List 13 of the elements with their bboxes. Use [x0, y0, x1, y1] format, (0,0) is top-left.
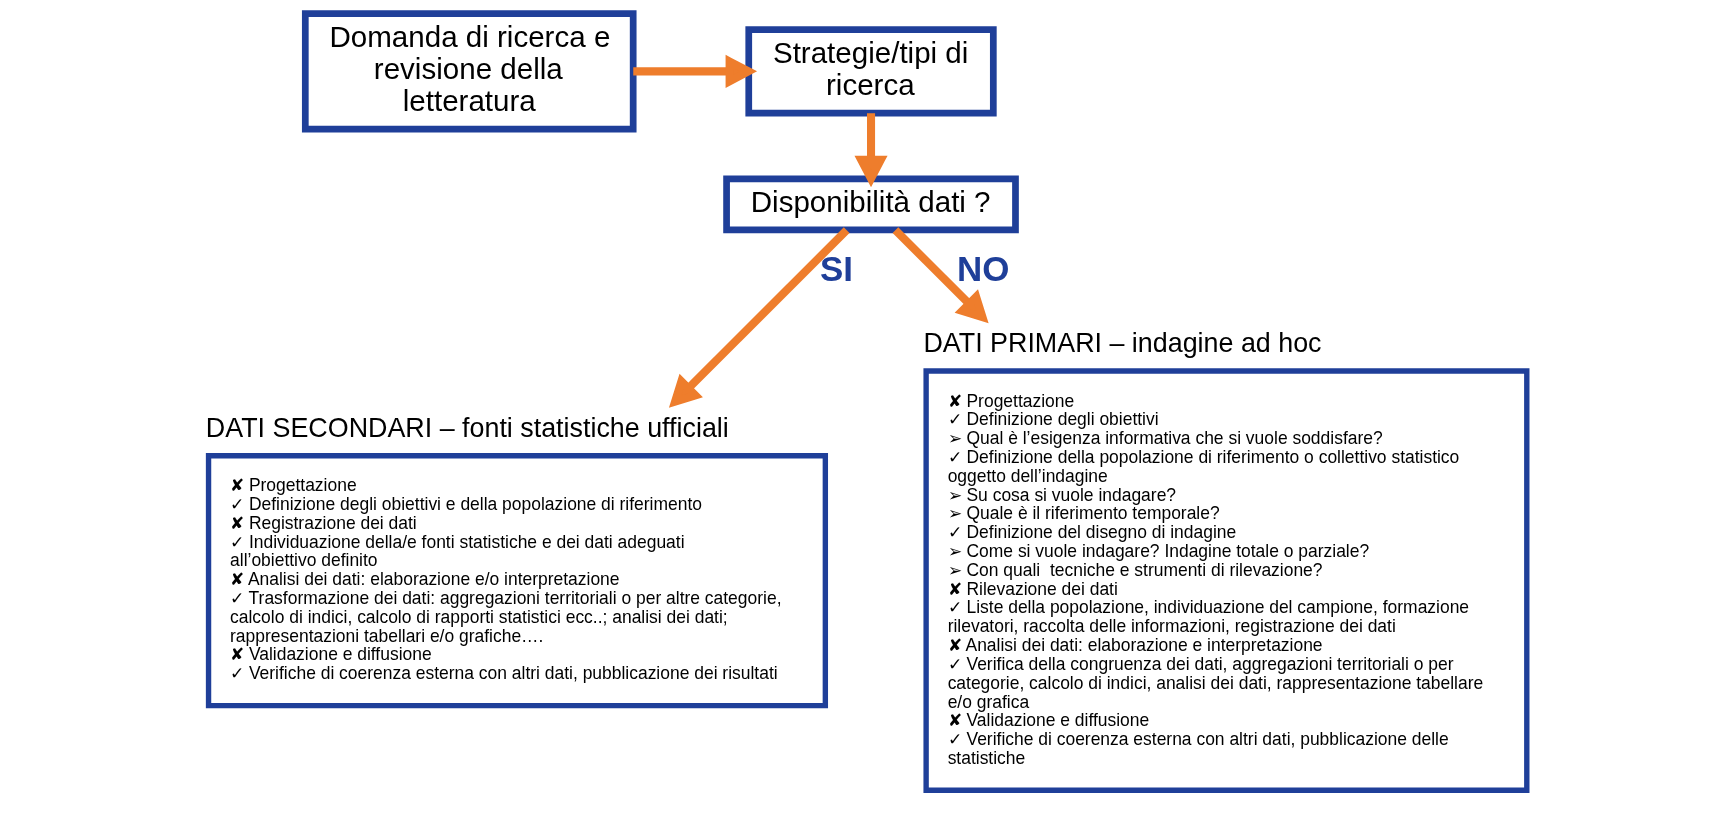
edge-label: SI: [819, 248, 853, 288]
node-box: ✘ Progettazione ✓ Definizione degli obiettivi ➢ Qual è l’esigenza informativa che si vuole soddisfare? ✓ Definizione della popolazione di riferimento o collettivo statistico oggetto dell’indagine ➢ Su cosa si vuole indagare? ➢ Quale è il riferimento temporale? ✓ Definizione del disegno di indagine ➢ Come si vuole indagare? Indagine totale o parziale? ➢ Con quali tecniche e strumenti di rilevazione? ✘ Rilevazione dei dati ✓ Liste della popolazione, individuazione del campione, formazione rilevatori, raccolta delle informazioni, registrazione dei dati ✘ Analisi dei dati: elaborazione e interpretazione ✓ Verifica della congruenza dei dati, aggregazioni territoriali o per categorie, calcolo di indici, analisi dei dati, rappresentazione tabellare e/o grafica ✘ Validazione e diffusione ✓ Verifiche di coerenza esterna con altri dati, pubblicazione delle statistiche: [923, 368, 1530, 793]
node-box: ✘ Progettazione ✓ Definizione degli obiettivi e della popolazione di riferimento ✘ Registrazione dei dati ✓ Individuazione della/e fonti statistiche e dei dati adeguati all’obiettivo definito ✘ Analisi dei dati: elaborazione e/o interpretazione ✓ Trasformazione dei dati: aggregazioni territoriali o per altre categorie, calcolo di indici, calcolo di rapporti statistici ecc..; analisi dei dati; rappresentazioni tabellari e/o grafiche…. ✘ Validazione e diffusione ✓ Verifiche di coerenza esterna con altri dati, pubblicazione dei risultati: [205, 453, 829, 709]
node-box: Strategie/tipi di ricerca: [745, 26, 997, 117]
node-label: DATI SECONDARI – fonti statistiche ufficiali: [205, 412, 729, 443]
arrow: [892, 227, 989, 324]
arrow: [633, 54, 758, 88]
arrow: [854, 113, 888, 188]
node-label: DATI PRIMARI – indagine ad hoc: [923, 328, 1322, 359]
edge-label: NO: [957, 248, 1010, 288]
node-box: Domanda di ricerca e revisione della letteratura: [301, 10, 637, 133]
arrow: [668, 227, 850, 408]
node-box: Disponibilità dati ?: [723, 175, 1019, 234]
